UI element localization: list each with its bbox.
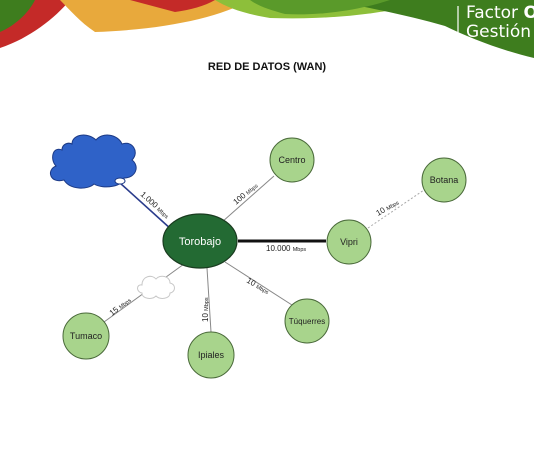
banner-green-mid-band [250,0,390,15]
link-internet [119,182,173,231]
header-banner [0,0,534,60]
node-label-tumaco: Tumaco [70,331,102,341]
slide-title: RED DE DATOS (WAN) [207,61,327,73]
banner-red-band [130,0,215,12]
internet-cloud-icon [49,134,137,189]
node-botana: Botana [421,157,467,203]
node-torobajo: Torobajo [162,213,238,269]
node-tumaco: Tumaco [62,312,110,360]
node-label-vipri: Vipri [340,237,358,247]
banner-orange-swoosh [60,0,250,32]
small-cloud-icon [137,275,175,299]
node-vipri: Vipri [326,219,372,265]
banner-green-dark-band [330,0,534,58]
banner-green-left [0,0,35,32]
link-ipiales [206,267,212,333]
node-tuquerres: Túquerres [284,298,330,344]
node-ipiales: Ipiales [187,331,235,379]
node-label-tuquerres: Túquerres [289,317,325,326]
banner-title-prefix: Factor [466,4,524,23]
banner-title: Factor Or Gestión y [466,4,534,42]
node-label-torobajo: Torobajo [179,236,221,248]
link-botana [367,189,425,229]
link-label-botana: 10 Mbps [375,198,401,218]
banner-title-line2: Gestión y [466,22,534,42]
node-label-botana: Botana [430,175,459,185]
node-label-ipiales: Ipiales [198,350,225,360]
link-label-ipiales: 10 Mbps [201,297,210,322]
link-tuquerres [224,261,293,306]
link-label-vipri: 10.000 Mbps [266,244,306,253]
link-centro [221,175,275,223]
node-centro: Centro [269,137,315,183]
link-label-centro: 100 Mbps [232,181,260,207]
link-label-tumaco: 15 Mbps [108,295,133,317]
link-label-tuquerres: 10 Mbps [245,276,271,296]
banner-title-bold: Or [523,4,534,23]
node-label-centro: Centro [278,155,305,165]
